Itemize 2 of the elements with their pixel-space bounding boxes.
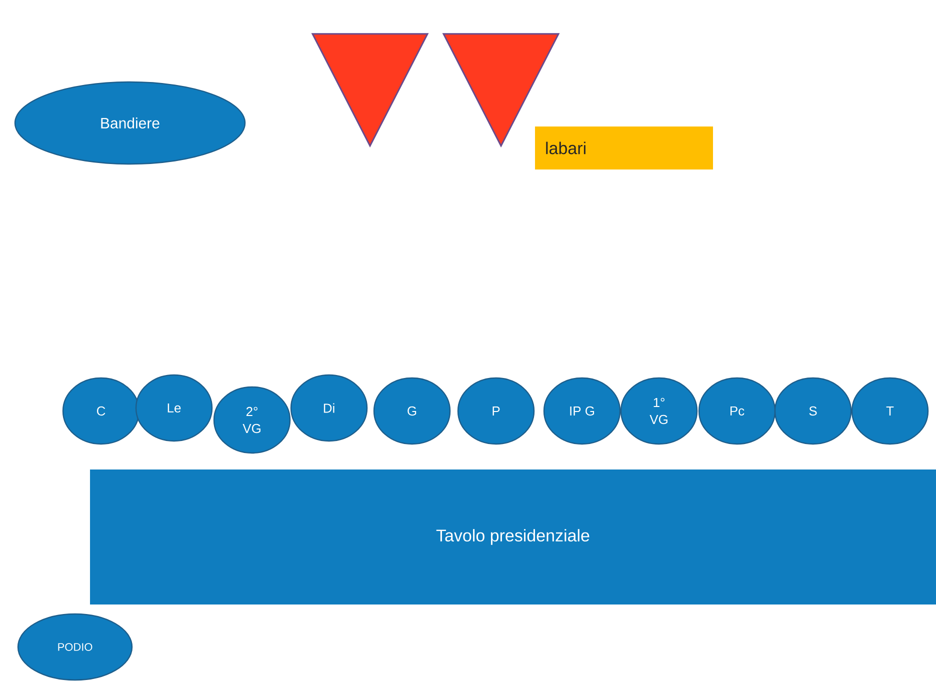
table-box: Tavolo presidenziale: [90, 470, 936, 604]
banner-box: labari: [535, 126, 713, 170]
